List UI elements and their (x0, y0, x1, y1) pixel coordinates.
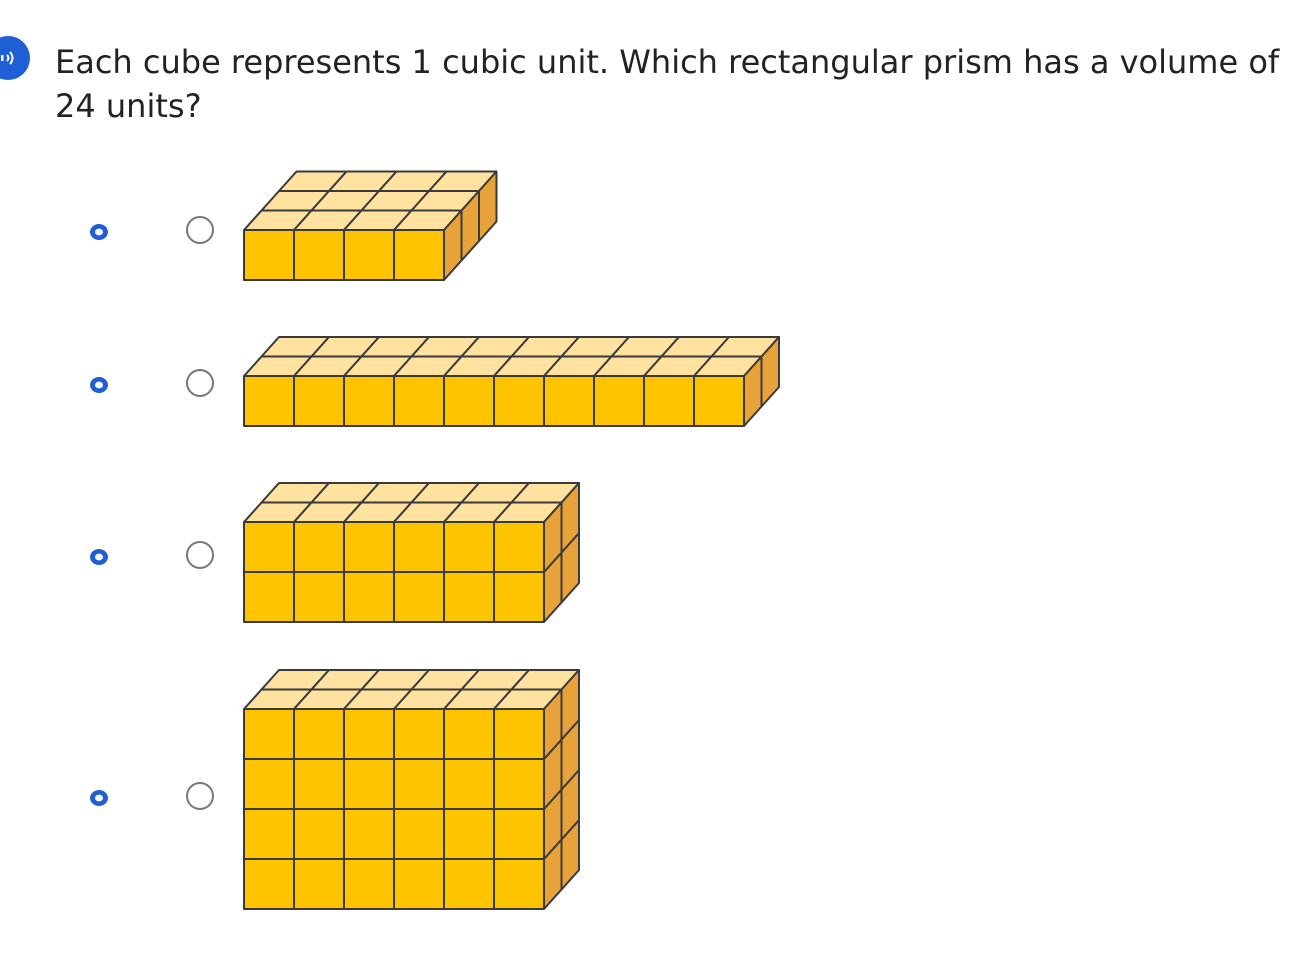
prism-a (243, 170, 498, 281)
cube-front-face (643, 375, 695, 427)
cube-front-face (393, 229, 445, 281)
cube-front-face (693, 375, 745, 427)
cube-front-face (393, 858, 445, 910)
cube-front-face (493, 375, 545, 427)
eye-icon[interactable] (89, 547, 109, 567)
cube-front-face (493, 758, 545, 810)
cube-front-face (293, 571, 345, 623)
cube-front-face (243, 229, 295, 281)
cube-front-face (293, 858, 345, 910)
eye-icon[interactable] (89, 222, 109, 242)
cube-front-face (593, 375, 645, 427)
cube-front-face (343, 808, 395, 860)
option-a-radio[interactable] (186, 216, 214, 244)
eye-icon[interactable] (89, 788, 109, 808)
cube-front-face (443, 808, 495, 860)
question-text: Each cube represents 1 cubic unit. Which… (55, 43, 1280, 125)
prism-d (243, 669, 580, 910)
cube-front-face (443, 758, 495, 810)
cube-front-face (343, 858, 395, 910)
cube-front-face (493, 808, 545, 860)
cube-front-face (293, 808, 345, 860)
cube-front-face (293, 708, 345, 760)
cube-front-face (243, 858, 295, 910)
cube-front-face (243, 571, 295, 623)
cube-front-face (443, 571, 495, 623)
cube-front-face (443, 375, 495, 427)
cube-front-face (393, 375, 445, 427)
cube-front-face (393, 758, 445, 810)
cube-front-face (293, 375, 345, 427)
cube-front-face (493, 858, 545, 910)
cube-front-face (493, 708, 545, 760)
cube-front-face (293, 758, 345, 810)
prism-c (243, 482, 580, 623)
eye-icon[interactable] (89, 375, 109, 395)
cube-front-face (343, 521, 395, 573)
cube-front-face (393, 571, 445, 623)
speaker-icon (1, 51, 14, 65)
option-b-radio[interactable] (186, 369, 214, 397)
cube-front-face (343, 708, 395, 760)
cube-front-face (393, 808, 445, 860)
cube-front-face (243, 521, 295, 573)
cube-front-face (243, 708, 295, 760)
cube-front-face (343, 571, 395, 623)
cube-front-face (493, 521, 545, 573)
cube-front-face (243, 375, 295, 427)
cube-front-face (343, 375, 395, 427)
prism-b (243, 336, 780, 427)
option-c-radio[interactable] (186, 541, 214, 569)
cube-front-face (293, 229, 345, 281)
cube-front-face (343, 758, 395, 810)
cube-front-face (493, 571, 545, 623)
cube-front-face (443, 521, 495, 573)
read-aloud-button[interactable] (0, 36, 30, 80)
cube-front-face (393, 708, 445, 760)
cube-front-face (343, 229, 395, 281)
cube-front-face (243, 808, 295, 860)
option-d-radio[interactable] (186, 782, 214, 810)
cube-front-face (393, 521, 445, 573)
cube-front-face (443, 708, 495, 760)
cube-front-face (243, 758, 295, 810)
cube-front-face (443, 858, 495, 910)
cube-front-face (293, 521, 345, 573)
cube-front-face (543, 375, 595, 427)
